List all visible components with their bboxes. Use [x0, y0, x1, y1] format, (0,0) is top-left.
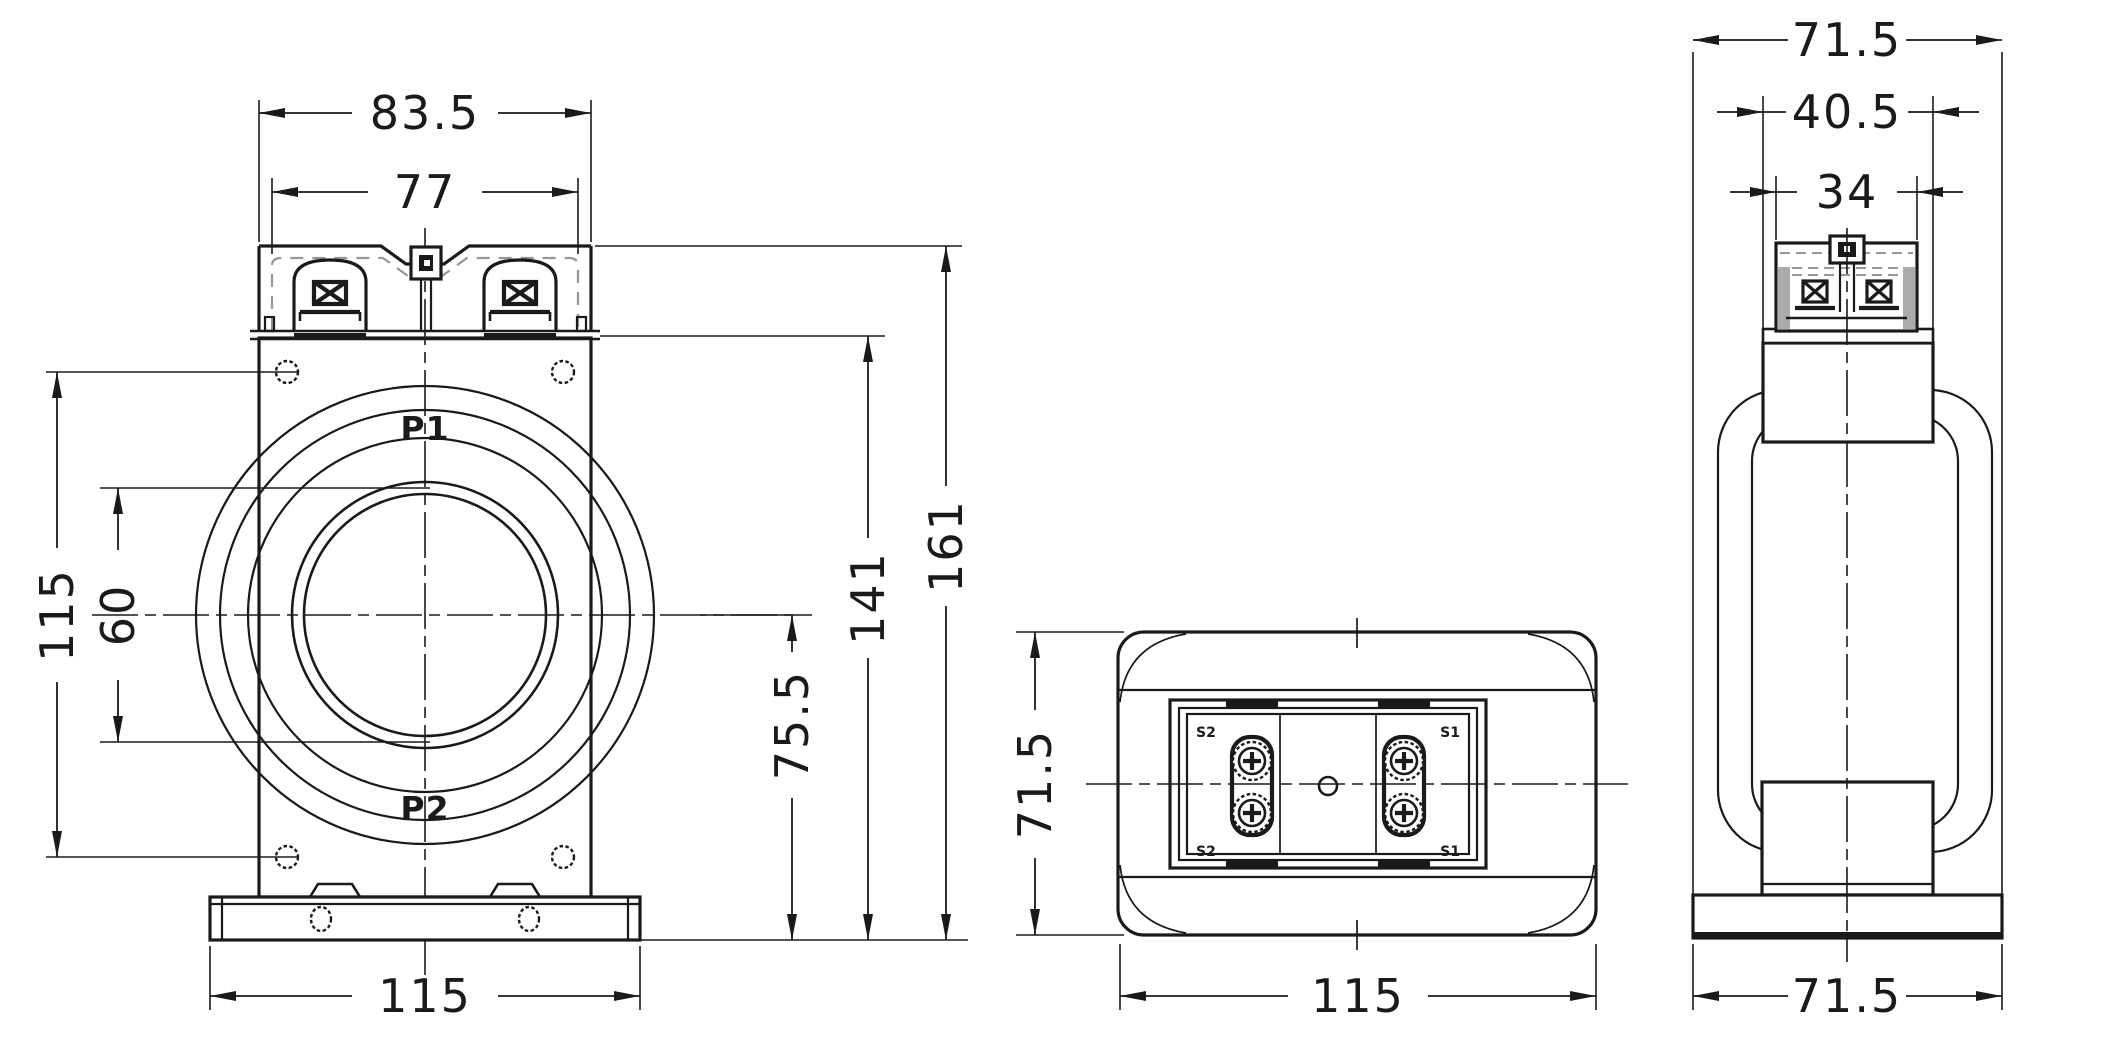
dim-label-60: 60	[91, 584, 145, 647]
dim-side-overall-depth: 71.5	[1693, 13, 2002, 67]
top-terminal-box: S2 S1 S2 S1	[1168, 698, 1488, 870]
dim-label-77: 77	[394, 165, 457, 219]
dim-side-terminal-cover-depth: 34	[1730, 165, 1963, 240]
dim-label-71-5-side-bottom: 71.5	[1792, 969, 1902, 1023]
dim-front-body-height: 141	[841, 336, 895, 940]
dim-front-center-height: 75.5	[765, 615, 819, 940]
front-view: P1 P2 83.5 77 115	[30, 86, 973, 1023]
mounting-hole-bottom-right	[550, 844, 576, 870]
dim-label-115-top-view: 115	[1311, 969, 1405, 1023]
polarity-mark-p2: P2	[400, 789, 449, 828]
terminal-label-top-right: S1	[1440, 725, 1460, 741]
base-slot-right	[517, 905, 541, 933]
dim-side-terminal-flange-depth: 40.5	[1717, 85, 1979, 334]
front-center-stud	[409, 245, 443, 331]
side-body	[1691, 327, 2004, 940]
dim-front-overall-height: 161	[919, 246, 973, 940]
front-base-plate	[208, 882, 642, 942]
dim-label-115-left: 115	[30, 568, 84, 662]
dim-label-141: 141	[841, 551, 895, 645]
front-centerlines	[92, 228, 792, 975]
top-center-hole	[1317, 775, 1339, 797]
dim-front-window-diameter: 60	[91, 487, 430, 743]
dim-label-40-5: 40.5	[1792, 85, 1902, 139]
dim-top-width: 115	[1119, 944, 1597, 1023]
dim-side-base-depth: 71.5	[1692, 944, 2003, 1023]
terminal-label-bottom-right: S1	[1440, 844, 1460, 860]
dim-front-base-width: 115	[209, 946, 641, 1023]
dim-label-71-5-top-view: 71.5	[1008, 729, 1062, 839]
dim-label-71-5-side-top: 71.5	[1792, 13, 1902, 67]
terminal-label-bottom-left: S2	[1196, 844, 1216, 860]
polarity-mark-p1: P1	[400, 409, 449, 448]
front-terminal-dome-left	[292, 258, 368, 331]
mounting-hole-top-right	[550, 359, 576, 385]
top-terminal-screws-left	[1229, 734, 1275, 838]
dim-label-34: 34	[1816, 165, 1879, 219]
dim-front-terminal-inner-width: 77	[271, 165, 579, 254]
top-body	[1086, 618, 1628, 950]
front-terminal-dome-right	[482, 258, 558, 331]
terminal-label-top-left: S2	[1196, 725, 1216, 741]
dim-top-depth: 71.5	[1008, 631, 1124, 936]
dim-front-terminal-outer-width: 83.5	[258, 86, 592, 242]
top-view: S2 S1 S2 S1 71.5 115	[1008, 618, 1628, 1023]
dim-front-heights: 75.5 141 161	[595, 245, 973, 941]
side-view: 71.5 40.5 34 71.5	[1691, 13, 2004, 1023]
dim-front-mounting-hole-spacing: 115	[30, 371, 298, 858]
dim-label-161: 161	[919, 499, 973, 593]
front-core-circles	[194, 384, 656, 846]
front-terminal-block	[250, 244, 600, 341]
base-slot-left	[309, 905, 333, 933]
dim-label-115-bottom: 115	[378, 969, 472, 1023]
top-terminal-screws-right	[1381, 734, 1427, 838]
dim-label-83-5: 83.5	[370, 86, 480, 140]
dim-label-75-5: 75.5	[765, 670, 819, 780]
